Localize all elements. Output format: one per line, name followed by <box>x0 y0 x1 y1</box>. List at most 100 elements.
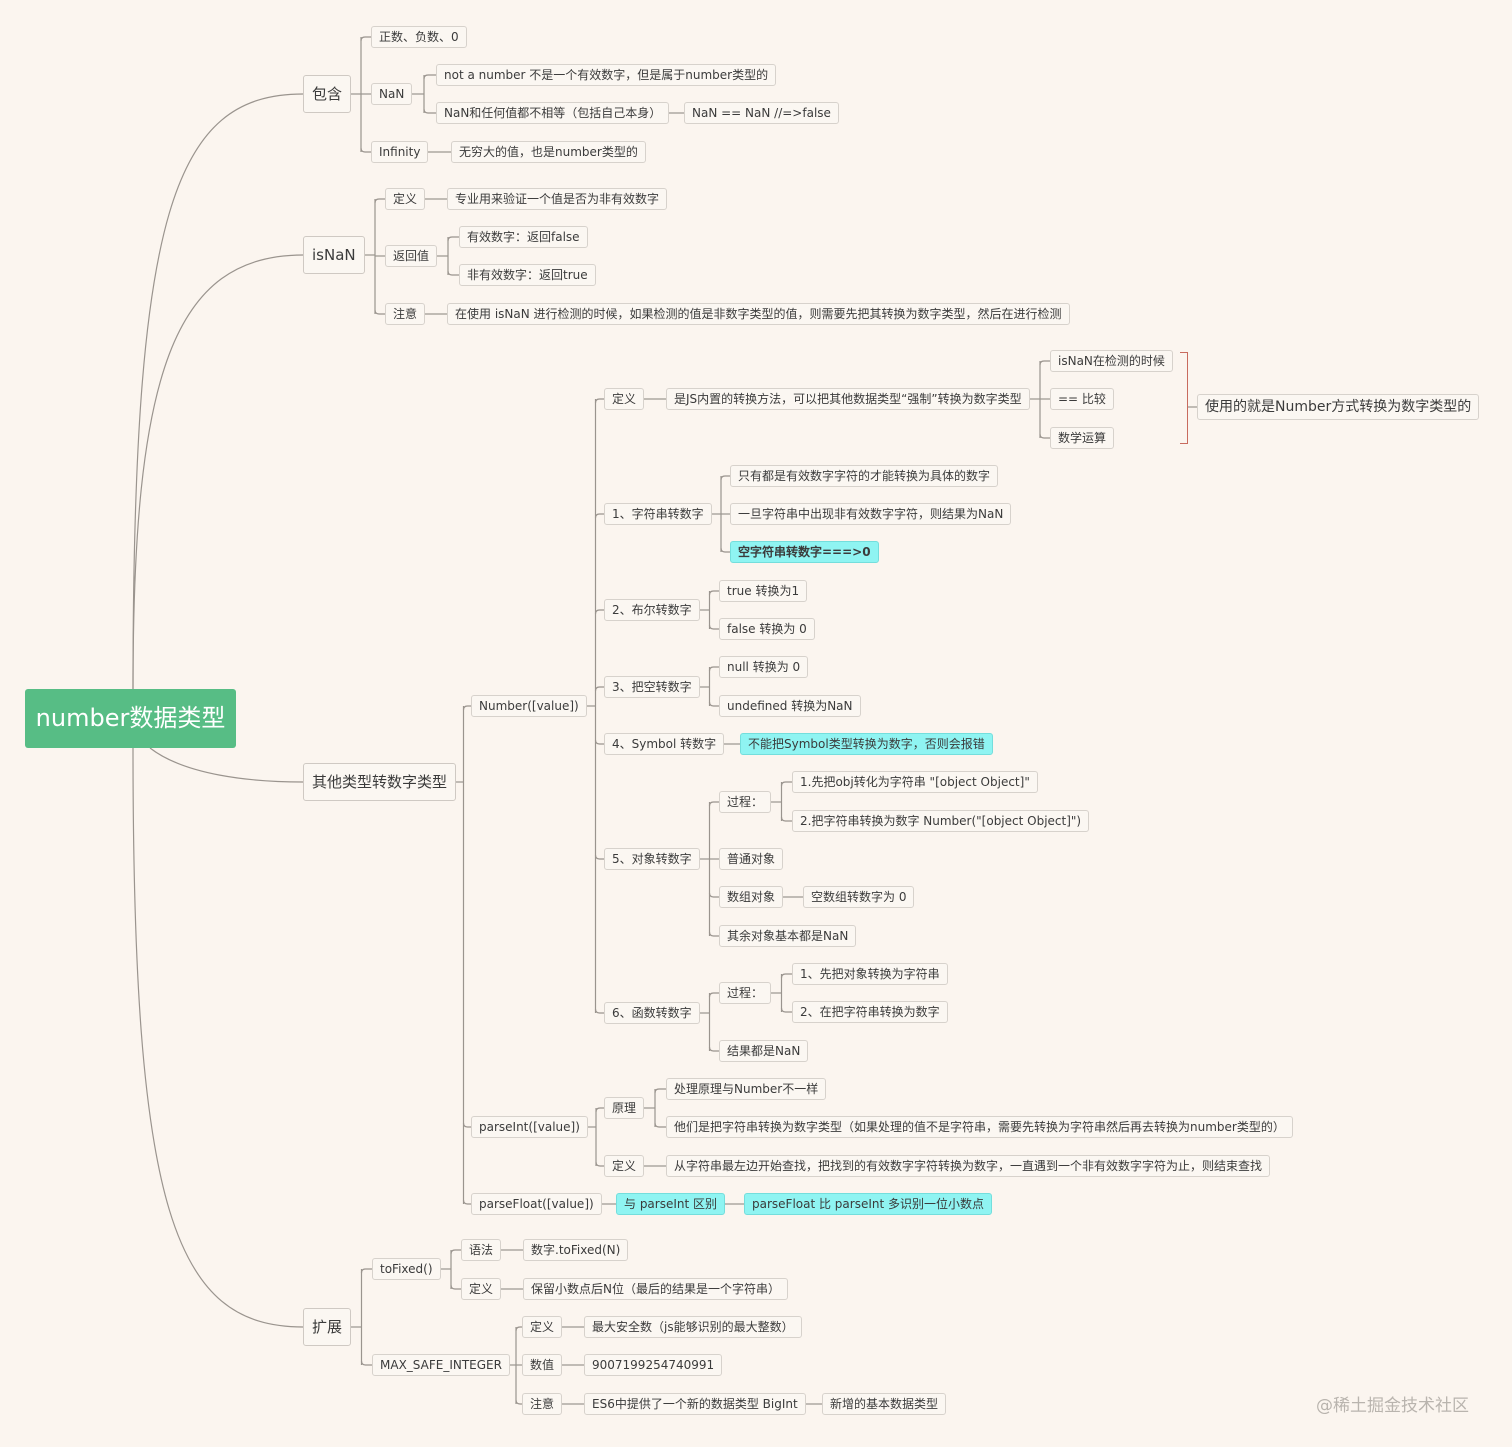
node-number-def-desc[interactable]: 是JS内置的转换方法，可以把其他数据类型“强制”转换为数字类型 <box>666 388 1030 410</box>
node-fn-step-1[interactable]: 1、先把对象转换为字符串 <box>792 963 948 985</box>
edge-branch <box>780 1007 792 1013</box>
node-parseint-principle[interactable]: 原理 <box>604 1097 645 1119</box>
node-isnan-def-desc[interactable]: 专业用来验证一个值是否为非有效数字 <box>447 188 668 210</box>
node-parseint-def-desc[interactable]: 从字符串最左边开始查找，把找到的有效数字字符转换为数字，一直遇到一个非有效数字字… <box>666 1155 1271 1177</box>
node-tofixed-def-desc[interactable]: 保留小数点后N位（最后的结果是一个字符串） <box>523 1278 788 1300</box>
branch-extend[interactable]: 扩展 <box>303 1308 352 1346</box>
node-uses-summary[interactable]: 使用的就是Number方式转换为数字类型的 <box>1197 394 1480 420</box>
node-max-safe[interactable]: MAX_SAFE_INTEGER <box>372 1354 510 1376</box>
edge-branch <box>708 931 719 937</box>
node-use-compare[interactable]: == 比较 <box>1050 388 1114 410</box>
edge-branch <box>708 701 719 707</box>
node-infinity-desc[interactable]: 无穷大的值，也是number类型的 <box>451 141 646 163</box>
edge-branch <box>780 781 792 787</box>
node-tofixed-syntax[interactable]: 语法 <box>461 1239 502 1261</box>
node-obj-other[interactable]: 其余对象基本都是NaN <box>719 925 857 947</box>
node-bool-true[interactable]: true 转换为1 <box>719 580 808 602</box>
node-max-note[interactable]: 注意 <box>522 1393 563 1415</box>
edge-branch <box>360 36 371 42</box>
node-max-val-desc[interactable]: 9007199254740991 <box>584 1354 723 1376</box>
edge-branch <box>423 74 436 80</box>
node-isnan-ret[interactable]: 返回值 <box>385 245 438 267</box>
branch-contains[interactable]: 包含 <box>303 75 352 113</box>
edge-branch <box>594 854 604 860</box>
edge-root-curve <box>149 747 304 783</box>
node-nan-neq[interactable]: NaN和任何值都不相等（包括自己本身） <box>436 102 670 124</box>
edge-root-curve <box>132 254 304 690</box>
edge-branch <box>594 513 604 519</box>
edge-branch <box>423 108 436 114</box>
node-tofixed-syntax-desc[interactable]: 数字.toFixed(N) <box>523 1239 629 1261</box>
node-nan[interactable]: NaN <box>371 83 413 105</box>
node-max-val[interactable]: 数值 <box>522 1354 563 1376</box>
node-obj-array-desc[interactable]: 空数组转数字为 0 <box>803 886 915 908</box>
node-fn-result[interactable]: 结果都是NaN <box>719 1040 809 1062</box>
node-parseint-principle-2[interactable]: 他们是把字符串转换为数字类型（如果处理的值不是字符串，需要先转换为字符串然后再去… <box>666 1116 1293 1138</box>
node-fn-step-2[interactable]: 2、在把字符串转换为数字 <box>792 1001 948 1023</box>
node-str[interactable]: 1、字符串转数字 <box>604 503 712 525</box>
node-number[interactable]: Number([value]) <box>471 695 587 717</box>
node-empty-null[interactable]: null 转换为 0 <box>719 656 809 678</box>
edge-branch <box>595 1161 604 1167</box>
node-isnan-ret-invalid[interactable]: 非有效数字：返回true <box>459 264 596 286</box>
node-nan-example[interactable]: NaN == NaN //=>false <box>684 102 839 124</box>
edge-branch <box>360 1268 372 1274</box>
node-str-2[interactable]: 一旦字符串中出现非有效数字字符，则结果为NaN <box>730 503 1012 525</box>
node-sign[interactable]: 正数、负数、0 <box>371 26 467 48</box>
edge-branch <box>708 892 719 898</box>
root-node[interactable]: number数据类型 <box>25 689 236 748</box>
node-parseint-principle-1[interactable]: 处理原理与Number不一样 <box>666 1078 827 1100</box>
node-str-1[interactable]: 只有都是有效数字字符的才能转换为具体的数字 <box>730 465 999 487</box>
node-isnan-note[interactable]: 注意 <box>385 303 426 325</box>
node-parseint-def[interactable]: 定义 <box>604 1155 645 1177</box>
node-parsefloat-diff-desc[interactable]: parseFloat 比 parseInt 多识别一位小数点 <box>744 1193 993 1215</box>
node-bool-false[interactable]: false 转换为 0 <box>719 618 815 640</box>
edge-branch <box>780 973 792 979</box>
edge-branch <box>447 270 459 276</box>
node-obj[interactable]: 5、对象转数字 <box>604 848 700 870</box>
edge-branch <box>720 475 730 481</box>
edge-branch <box>360 1360 372 1366</box>
node-fn[interactable]: 6、函数转数字 <box>604 1002 700 1024</box>
edge-branch <box>594 739 604 745</box>
node-parsefloat[interactable]: parseFloat([value]) <box>471 1193 602 1215</box>
edge-branch <box>360 147 371 153</box>
node-obj-step-1[interactable]: 1.先把obj转化为字符串 "[object Object]" <box>792 771 1038 793</box>
edge-branch <box>450 1284 461 1290</box>
node-use-math[interactable]: 数学运算 <box>1050 427 1115 449</box>
node-parseint[interactable]: parseInt([value]) <box>471 1116 588 1138</box>
edge-branch <box>654 1122 666 1128</box>
node-obj-process[interactable]: 过程： <box>719 791 772 813</box>
branch-convert[interactable]: 其他类型转数字类型 <box>303 763 457 801</box>
node-bool[interactable]: 2、布尔转数字 <box>604 599 700 621</box>
node-symbol-desc[interactable]: 不能把Symbol类型转换为数字，否则会报错 <box>740 733 993 755</box>
node-symbol[interactable]: 4、Symbol 转数字 <box>604 733 725 755</box>
edge-branch <box>654 1088 666 1094</box>
edge-branch <box>447 236 459 242</box>
branch-isnan[interactable]: isNaN <box>303 236 365 274</box>
node-number-def[interactable]: 定义 <box>604 388 645 410</box>
node-empty-undefined[interactable]: undefined 转换为NaN <box>719 695 861 717</box>
node-use-isnan[interactable]: isNaN在检测的时候 <box>1050 350 1173 372</box>
node-max-def-desc[interactable]: 最大安全数（js能够识别的最大整数） <box>584 1316 802 1338</box>
node-obj-plain[interactable]: 普通对象 <box>719 848 784 870</box>
edge-branch <box>515 1326 522 1332</box>
node-isnan-def[interactable]: 定义 <box>385 188 426 210</box>
node-obj-step-2[interactable]: 2.把字符串转换为数字 Number("[object Object]") <box>792 810 1090 832</box>
node-nan-desc[interactable]: not a number 不是一个有效数字，但是属于number类型的 <box>436 64 777 86</box>
node-isnan-ret-valid[interactable]: 有效数字：返回false <box>459 226 588 248</box>
node-str-3[interactable]: 空字符串转数字===>0 <box>730 541 879 563</box>
node-fn-process[interactable]: 过程： <box>719 982 772 1004</box>
node-parsefloat-diff[interactable]: 与 parseInt 区别 <box>616 1193 726 1215</box>
node-tofixed[interactable]: toFixed() <box>372 1258 441 1280</box>
node-max-note-extra[interactable]: 新增的基本数据类型 <box>822 1393 947 1415</box>
node-isnan-note-desc[interactable]: 在使用 isNaN 进行检测的时候，如果检测的值是非数字类型的值，则需要先把其转… <box>447 303 1070 325</box>
edge-branch <box>708 590 719 596</box>
node-infinity[interactable]: Infinity <box>371 141 429 163</box>
node-max-def[interactable]: 定义 <box>522 1316 563 1338</box>
edge-root-curve <box>132 747 304 1328</box>
node-obj-array[interactable]: 数组对象 <box>719 886 784 908</box>
node-max-note-desc[interactable]: ES6中提供了一个新的数据类型 BigInt <box>584 1393 806 1415</box>
node-tofixed-def[interactable]: 定义 <box>461 1278 502 1300</box>
node-empty[interactable]: 3、把空转数字 <box>604 676 700 698</box>
